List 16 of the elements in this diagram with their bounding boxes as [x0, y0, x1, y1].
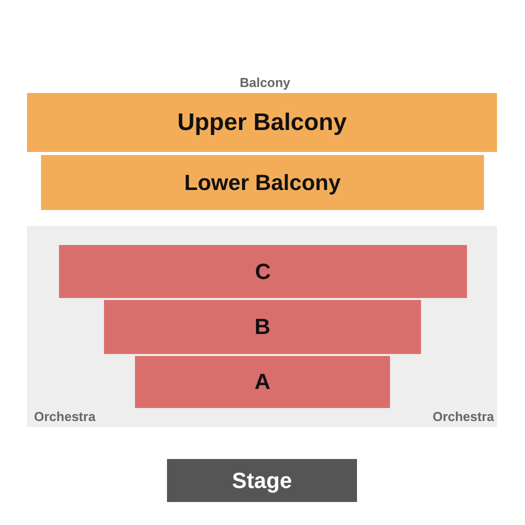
- seating-area-panel: [27, 226, 497, 427]
- section-label: B: [254, 314, 270, 340]
- seating-section: [135, 356, 390, 408]
- section-label: C: [255, 258, 271, 284]
- stage-block: [167, 459, 357, 502]
- section-label: Stage: [232, 468, 292, 494]
- area-label: Orchestra: [432, 409, 494, 424]
- seating-section: [104, 300, 421, 354]
- seating-section: [27, 93, 497, 152]
- seating-section: [59, 245, 467, 298]
- section-label: A: [254, 369, 270, 395]
- seating-section: [41, 155, 484, 210]
- section-label: Lower Balcony: [184, 170, 341, 196]
- area-label: Orchestra: [34, 409, 96, 424]
- area-label: Balcony: [240, 75, 290, 90]
- section-label: Upper Balcony: [177, 108, 347, 136]
